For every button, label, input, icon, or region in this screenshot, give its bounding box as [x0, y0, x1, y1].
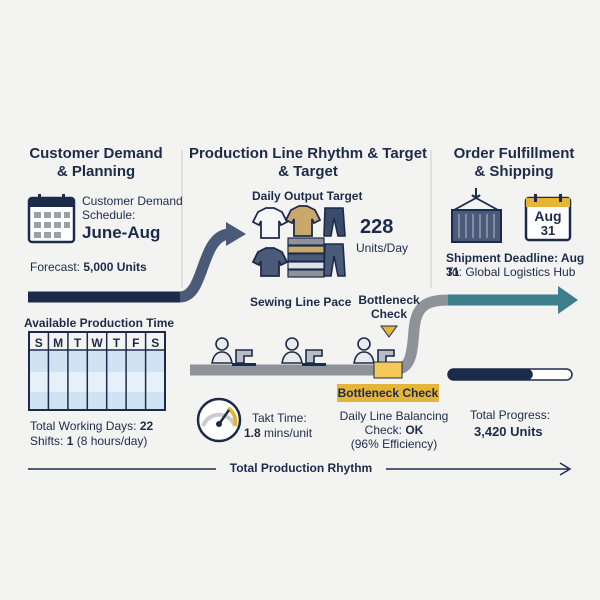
bottleneck-highlight-box — [373, 361, 403, 379]
working-days-text: Total Working Days: 22 — [30, 419, 153, 433]
shifts-label: Shifts: — [30, 434, 67, 448]
working-days-label: Total Working Days: — [30, 419, 140, 433]
production-title-line2: & Target — [278, 163, 338, 180]
balancing-line1: Daily Line Balancing — [339, 409, 449, 423]
shipping-container-icon — [451, 188, 502, 243]
schedule-label: Customer Demand Schedule: — [82, 194, 183, 222]
fulfillment-title-line2: & Shipping — [474, 163, 554, 180]
weekday-label: W — [91, 336, 103, 350]
balancing-line2-label: Check: — [364, 423, 406, 437]
fulfillment-column-title: Order Fulfillment & Shipping — [434, 145, 594, 181]
schedule-label-line1: Customer Demand — [82, 194, 183, 208]
weekday-label: F — [132, 336, 140, 350]
forecast-text: Forecast: 5,000 Units — [30, 260, 147, 274]
weekday-label: M — [53, 336, 64, 350]
demand-flow-arrowhead — [226, 222, 246, 246]
calendar-icon — [27, 194, 76, 244]
schedule-label-line2: Schedule: — [82, 208, 136, 222]
takt-unit: mins/unit — [260, 426, 313, 440]
deadline-text: Shipment Deadline: Aug 31 — [446, 251, 600, 279]
output-value: 228 — [360, 216, 394, 238]
takt-value: 1.8 — [244, 426, 261, 440]
progress-value: 3,420 Units — [474, 424, 543, 439]
sewing-worker-2-icon — [281, 337, 326, 366]
fulfillment-flow-arrowhead — [558, 286, 578, 314]
shifts-value: 1 — [66, 434, 74, 448]
bottleneck-label-line2: Check — [370, 307, 408, 321]
demand-title-line2: & Planning — [56, 163, 136, 180]
shifts-suffix: (8 hours/day) — [73, 434, 148, 448]
weekday-label: S — [34, 336, 43, 350]
weekday-label: T — [112, 336, 121, 350]
output-unit: Units/Day — [356, 241, 409, 255]
production-title-line1: Production Line Rhythm & Target — [188, 145, 428, 162]
bottleneck-marker-icon — [380, 325, 398, 338]
balancing-line2-value: OK — [405, 423, 424, 437]
destination-text: To: Global Logistics Hub — [446, 265, 576, 279]
forecast-label: Forecast: — [30, 260, 84, 274]
deadline-label: Shipment Deadline: — [446, 251, 561, 265]
jeans-icon — [323, 207, 346, 277]
bottleneck-badge-box — [337, 384, 439, 402]
sewing-pace-label: Sewing Line Pace — [250, 295, 352, 309]
demand-title-line1: Customer Demand — [29, 145, 163, 162]
weekday-label: T — [73, 336, 82, 350]
takt-label: Takt Time: — [252, 411, 307, 425]
rhythm-arrowhead — [559, 462, 572, 476]
weekday-label: S — [151, 336, 160, 350]
bottleneck-badge-label: Bottleneck Check — [337, 386, 439, 400]
demand-to-production-flow-arrow — [178, 228, 230, 303]
takt-text: 1.8 mins/unit — [244, 426, 312, 440]
calendar-month: Aug — [534, 208, 562, 224]
weekly-calendar-grid — [28, 331, 166, 411]
takt-time-gauge-icon — [196, 397, 242, 443]
rhythm-label: Total Production Rhythm — [229, 461, 373, 475]
progress-label: Total Progress: — [470, 408, 551, 422]
bottleneck-label-line1: Bottleneck — [358, 293, 420, 307]
tshirt-icon-navy — [251, 247, 289, 277]
deadline-calendar-icon — [524, 194, 572, 242]
output-target-label: Daily Output Target — [252, 189, 363, 203]
sewing-worker-1-icon — [211, 337, 256, 366]
balancing-text: Daily Line Balancing Check: OK (96% Effi… — [334, 409, 454, 451]
tshirt-icon-tan — [284, 205, 322, 237]
production-time-title: Available Production Time — [24, 316, 175, 330]
deadline-value: Aug 31 — [446, 251, 585, 279]
production-column-title: Production Line Rhythm & Target & Target — [188, 145, 428, 181]
total-progress-bar — [447, 368, 573, 381]
balancing-line3: (96% Efficiency) — [350, 437, 438, 451]
calendar-day: 31 — [540, 223, 556, 238]
tshirt-icon-white — [251, 207, 289, 239]
fulfillment-title-line1: Order Fulfillment — [453, 145, 575, 162]
demand-column-title: Customer Demand & Planning — [12, 145, 180, 181]
schedule-value: June-Aug — [82, 223, 161, 242]
total-progress-fill — [448, 369, 533, 380]
working-days-value: 22 — [139, 419, 154, 433]
folded-clothes-stack-icon — [287, 237, 325, 278]
forecast-value: 5,000 Units — [83, 260, 147, 274]
shifts-text: Shifts: 1 (8 hours/day) — [30, 434, 147, 448]
bottleneck-label: Bottleneck Check — [352, 293, 426, 321]
